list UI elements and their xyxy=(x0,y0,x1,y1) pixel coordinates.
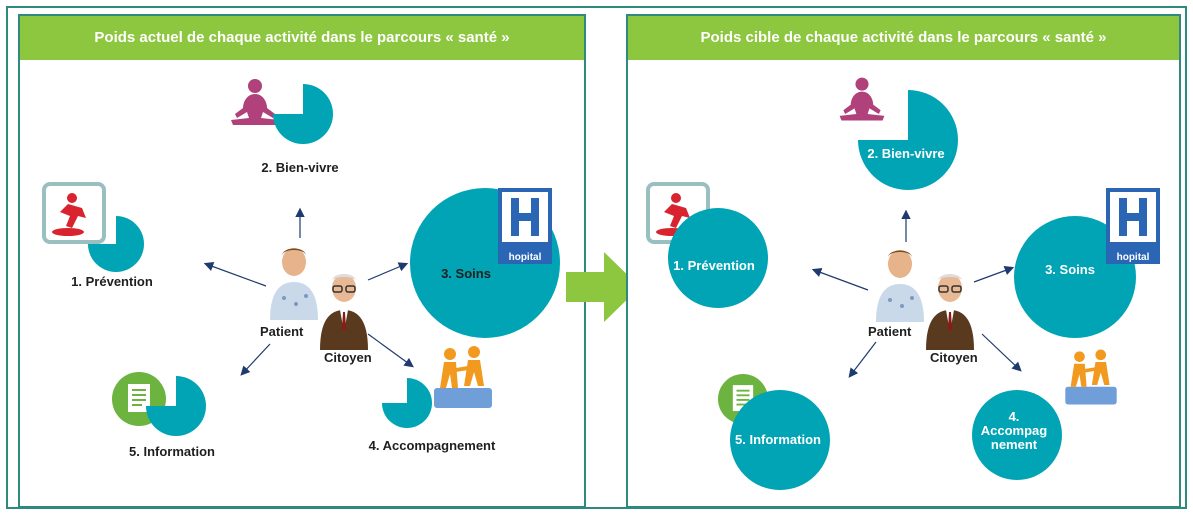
information-label: 5. Information xyxy=(129,444,215,459)
citoyen-icon xyxy=(926,274,974,350)
citoyen-label: Citoyen xyxy=(930,350,978,365)
information-pie xyxy=(730,390,830,490)
bien-vivre-pie xyxy=(858,90,958,190)
right-panel: Poids cible de chaque activité dans le p… xyxy=(626,14,1181,508)
accompagnement-label-line3: nement xyxy=(990,437,1038,452)
patient-label: Patient xyxy=(260,324,304,339)
hospital-label: hopital xyxy=(1116,252,1150,263)
bien-vivre-label: 2. Bien-vivre xyxy=(261,160,339,175)
arrows xyxy=(203,207,414,376)
accompagnement-label: 4. Accompagnement xyxy=(368,438,496,453)
hospital-icon xyxy=(498,188,552,264)
information-pie xyxy=(146,376,206,436)
patient-icon xyxy=(876,250,924,322)
patient-icon xyxy=(270,248,318,320)
handshake-puzzle-icon xyxy=(1065,349,1117,405)
soins-label: 3. Soins xyxy=(441,266,491,281)
soins-label: 3. Soins xyxy=(1045,262,1095,277)
meditation-icon xyxy=(839,77,885,121)
right-panel-title: Poids cible de chaque activité dans le p… xyxy=(628,16,1179,60)
citoyen-label: Citoyen xyxy=(324,350,372,365)
arrows xyxy=(811,209,1022,378)
prevention-label: 1. Prévention xyxy=(673,258,755,273)
accompagnement-pie xyxy=(972,390,1062,480)
bien-vivre-label: 2. Bien-vivre xyxy=(867,146,945,161)
injury-icon xyxy=(42,182,106,244)
accompagnement-pie xyxy=(382,378,432,428)
accompagnement-label-line1: 4. xyxy=(1008,409,1020,424)
patient-label: Patient xyxy=(868,324,912,339)
information-label: 5. Information xyxy=(735,432,821,447)
left-panel: Poids actuel de chaque activité dans le … xyxy=(18,14,586,508)
soins-pie xyxy=(1014,216,1136,338)
left-panel-title: Poids actuel de chaque activité dans le … xyxy=(20,16,584,60)
prevention-pie xyxy=(88,216,144,272)
meditation-icon xyxy=(231,79,279,125)
accompagnement-label-line2: Accompag xyxy=(980,423,1048,438)
accompagnement-label: 4. Accompag nement xyxy=(981,410,1047,452)
transition-arrow xyxy=(566,252,640,322)
hospital-label: hopital xyxy=(508,252,542,263)
handshake-puzzle-icon xyxy=(434,346,492,408)
citoyen-icon xyxy=(320,274,368,350)
prevention-label: 1. Prévention xyxy=(71,274,153,289)
bien-vivre-pie xyxy=(273,84,333,144)
hospital-icon xyxy=(1106,188,1160,264)
prevention-pie xyxy=(668,208,768,308)
